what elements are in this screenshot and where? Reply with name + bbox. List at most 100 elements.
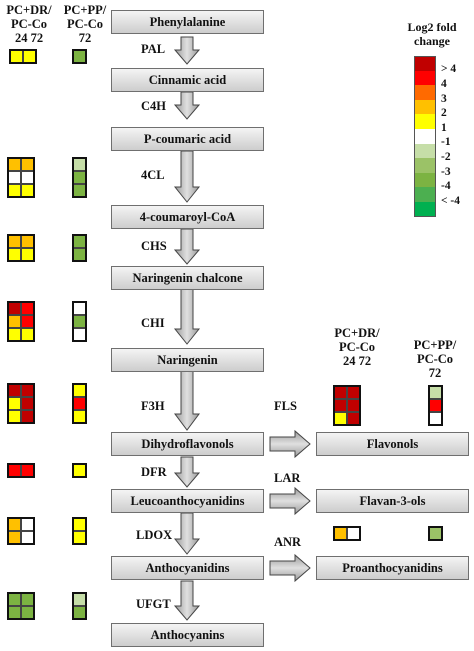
heatmap-cell <box>8 397 21 410</box>
heatmap-cell <box>73 410 86 423</box>
heatmap-cell <box>73 248 86 261</box>
heatmap-cell <box>21 171 34 184</box>
enzyme-dfr: DFR <box>141 465 167 479</box>
heatmap-cell <box>8 518 21 531</box>
heatmap-cell <box>73 464 86 477</box>
heatmap-cell <box>429 527 442 540</box>
enzyme-chs: CHS <box>141 239 167 253</box>
legend-label: < -4 <box>441 194 461 207</box>
legend-label: > 4 <box>441 63 457 76</box>
heatmap-cell <box>73 315 86 328</box>
legend-swatch <box>414 143 436 159</box>
heatmap-cell <box>21 464 34 477</box>
heatmap-cell <box>73 184 86 197</box>
heatmap-cell <box>73 50 86 63</box>
heatmap-cell <box>21 184 34 197</box>
heatmap-cell <box>8 248 21 261</box>
heatmap-cell <box>347 412 360 425</box>
arrow-f3h <box>174 370 200 431</box>
legend-label: -1 <box>441 136 451 149</box>
heatmap-cell <box>8 464 21 477</box>
legend-label: -4 <box>441 180 451 193</box>
heatmap-cell <box>8 171 21 184</box>
enzyme-c4h: C4H <box>141 99 166 113</box>
legend-label: 2 <box>441 107 447 120</box>
enzyme-pal: PAL <box>141 42 166 56</box>
legend-label: 4 <box>441 77 447 90</box>
heatmap-cell <box>21 593 34 606</box>
heatmap-cell <box>429 412 442 425</box>
arrow-c4h <box>173 91 201 120</box>
heatmap-cell <box>23 50 36 63</box>
enzyme-4cl: 4CL <box>141 168 165 182</box>
arrow-dfr <box>173 456 201 488</box>
heatmap-cell <box>8 606 21 619</box>
box-p-coumaric-acid: P-coumaric acid <box>111 127 264 151</box>
enzyme-ldox: LDOX <box>136 528 173 542</box>
heatmap-cell <box>73 518 86 531</box>
arrow-lar <box>269 486 311 516</box>
legend-swatch <box>414 172 436 188</box>
legend-swatch <box>414 202 436 218</box>
legend-label: -3 <box>441 165 451 178</box>
legend-swatch <box>414 187 436 203</box>
heatmap-cell <box>8 315 21 328</box>
legend-swatch <box>414 114 436 130</box>
heatmap-cell <box>8 384 21 397</box>
heatmap-cell <box>21 397 34 410</box>
heatmap-cell <box>334 386 347 399</box>
box-naringenin: Naringenin <box>111 348 264 372</box>
box-flavan-3-ols: Flavan-3-ols <box>316 489 469 513</box>
heatmap-cell <box>73 171 86 184</box>
heatmap-cell <box>429 386 442 399</box>
legend-swatch <box>414 129 436 145</box>
heatmap-cell <box>73 531 86 544</box>
arrow-anr <box>269 553 311 583</box>
heatmap-cell <box>73 158 86 171</box>
heatmap-cell <box>334 399 347 412</box>
enzyme-lar: LAR <box>274 471 301 485</box>
box-leucoanthocyanidins: Leucoanthocyanidins <box>111 489 264 513</box>
heatmap-cell <box>21 235 34 248</box>
legend-swatch <box>414 85 436 101</box>
heatmap-cell <box>8 302 21 315</box>
legend-label: 3 <box>441 92 447 105</box>
box-phenylalanine: Phenylalanine <box>111 10 264 34</box>
heatmap-cell <box>8 158 21 171</box>
heatmap-cell <box>73 606 86 619</box>
arrow-ldox <box>173 512 201 555</box>
heatmap-cell <box>8 410 21 423</box>
heatmap-cell <box>429 399 442 412</box>
legend-swatch <box>414 99 436 115</box>
heatmap-cell <box>21 248 34 261</box>
heatmap-cell <box>8 235 21 248</box>
box-anthocyanins: Anthocyanins <box>111 623 264 647</box>
heatmap-cell <box>21 158 34 171</box>
heatmap-cell <box>10 50 23 63</box>
heatmap-cell <box>73 328 86 341</box>
heatmap-cell <box>21 606 34 619</box>
heatmap-cell <box>21 518 34 531</box>
legend-swatch <box>414 158 436 174</box>
legend-label: -2 <box>441 150 451 163</box>
enzyme-chi: CHI <box>141 316 165 330</box>
heatmap-cell <box>21 315 34 328</box>
heatmap-cell <box>21 410 34 423</box>
box-anthocyanidins: Anthocyanidins <box>111 556 264 580</box>
heatmap-cell <box>73 397 86 410</box>
box-cinnamic-acid: Cinnamic acid <box>111 68 264 92</box>
heatmap-cell <box>347 399 360 412</box>
heatmap-cell <box>334 527 347 540</box>
arrow-chi <box>173 288 201 345</box>
heatmap-cell <box>21 328 34 341</box>
arrow-chs <box>173 228 201 265</box>
heatmap-cell <box>347 527 360 540</box>
box-flavonols: Flavonols <box>316 432 469 456</box>
heatmap-cell <box>73 593 86 606</box>
enzyme-fls: FLS <box>274 399 297 413</box>
